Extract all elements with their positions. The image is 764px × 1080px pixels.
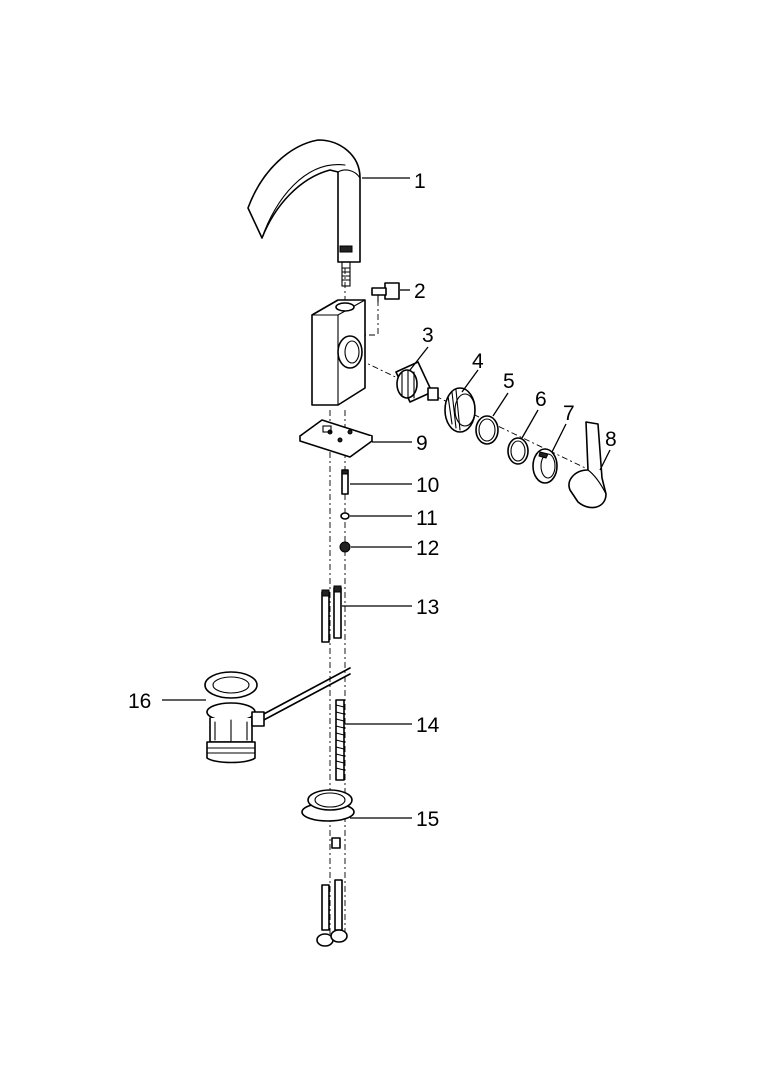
part-7-cap-ring [532, 448, 558, 484]
part-1-spout [247, 139, 361, 287]
callout-9: 9 [416, 432, 428, 455]
callout-3: 3 [422, 324, 434, 347]
callout-5: 5 [503, 370, 515, 393]
callout-2: 2 [414, 280, 426, 303]
part-10-stud [341, 469, 349, 495]
callout-16: 16 [128, 690, 151, 713]
callout-11: 11 [416, 507, 438, 530]
leader-lines [162, 177, 611, 819]
callout-4: 4 [472, 350, 484, 373]
part-15-fixing-ring [301, 789, 355, 849]
part-12-nut [339, 541, 351, 553]
callout-labels: 1 2 3 4 5 6 7 8 9 10 11 12 13 14 15 16 [128, 170, 617, 831]
part-4-threaded-ring [444, 387, 476, 433]
part-9-mounting-plate [299, 419, 373, 458]
part-5-o-ring [475, 415, 499, 445]
part-13-supply-hoses [321, 585, 342, 643]
part-16-pop-up-waste [204, 671, 265, 764]
callout-13: 13 [416, 596, 439, 619]
part-11-washer [340, 512, 350, 520]
callout-7: 7 [563, 402, 575, 425]
callout-15: 15 [416, 808, 439, 831]
part-body-housing [311, 299, 366, 406]
part-14-spring-rod [259, 667, 351, 781]
callout-12: 12 [416, 537, 439, 560]
part-6-o-ring [507, 437, 529, 465]
callout-10: 10 [416, 474, 439, 497]
part-8-lever-handle [568, 421, 607, 509]
part-3-cartridge [395, 361, 439, 403]
callout-8: 8 [605, 428, 617, 451]
callout-6: 6 [535, 388, 547, 411]
part-2-screw [371, 282, 400, 303]
callout-1: 1 [414, 170, 426, 193]
callout-14: 14 [416, 714, 440, 737]
assembly-axis-lines [329, 268, 601, 935]
lower-hose-ends [316, 879, 348, 947]
